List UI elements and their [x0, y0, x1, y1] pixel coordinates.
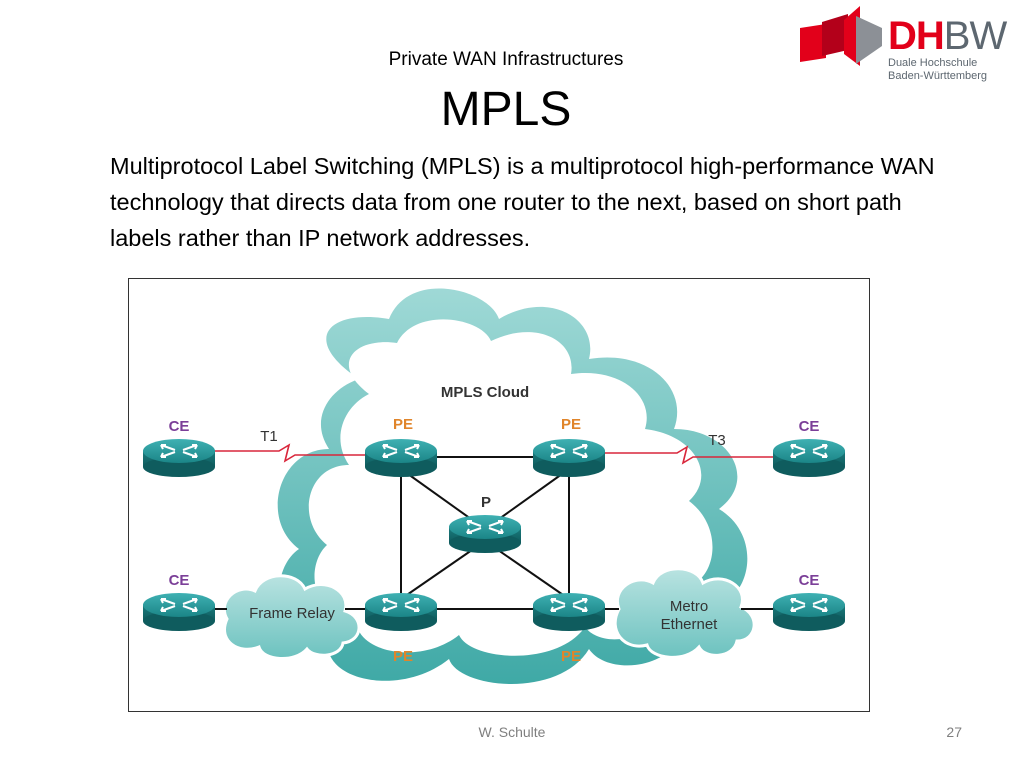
ce-label-top-left: CE — [169, 418, 190, 435]
pe-label-top-right: PE — [561, 416, 581, 433]
mpls-diagram: MPLS Cloud CE CE CE CE PE PE PE PE P T1 … — [128, 278, 870, 712]
ce-label-bottom-left: CE — [169, 572, 190, 589]
dhbw-logo-wordmark: DHBW — [888, 14, 1007, 58]
logo-subtitle: Duale Hochschule Baden-Württemberg — [888, 57, 987, 83]
pe-router-top-left — [364, 438, 438, 478]
slide-body-text: Multiprotocol Label Switching (MPLS) is … — [110, 153, 935, 251]
serial-links — [179, 443, 809, 465]
logo-subtitle-line1: Duale Hochschule — [888, 57, 978, 69]
p-label-core: P — [481, 494, 491, 511]
logo-word-bw: BW — [943, 14, 1007, 58]
footer-author: W. Schulte — [478, 724, 546, 740]
mpls-diagram-canvas: MPLS Cloud CE CE CE CE PE PE PE PE P T1 … — [142, 288, 846, 684]
ce-label-top-right: CE — [799, 418, 820, 435]
t1-link-label: T1 — [260, 428, 278, 445]
frame-relay-cloud — [222, 574, 361, 661]
pe-label-bottom-left: PE — [393, 648, 413, 665]
footer-page-number: 27 — [946, 724, 962, 740]
ce-router-top-left — [142, 438, 216, 478]
frame-relay-label: Frame Relay — [249, 605, 335, 622]
t3-link-label: T3 — [708, 432, 726, 449]
pe-router-bottom-right — [532, 592, 606, 632]
logo-subtitle-line2: Baden-Württemberg — [888, 70, 988, 82]
dhbw-logo-mark-icon — [800, 6, 882, 66]
slide-subtitle: Private WAN Infrastructures — [388, 49, 624, 70]
metro-ethernet-cloud — [613, 567, 756, 659]
dhbw-logo: DHBW Duale Hochschule Baden-Württemberg — [796, 6, 1011, 86]
pe-router-top-right — [532, 438, 606, 478]
metro-ethernet-label-line1: Metro — [670, 598, 708, 615]
logo-word-dh: DH — [888, 14, 945, 58]
pe-label-top-left: PE — [393, 416, 413, 433]
mpls-cloud-inner — [308, 319, 713, 656]
ce-router-bottom-right — [772, 592, 846, 632]
pe-label-bottom-right: PE — [561, 648, 581, 665]
ce-label-bottom-right: CE — [799, 572, 820, 589]
slide-title: MPLS — [440, 83, 572, 136]
ce-router-bottom-left — [142, 592, 216, 632]
metro-ethernet-label-line2: Ethernet — [661, 616, 719, 633]
mpls-cloud-label: MPLS Cloud — [441, 384, 529, 401]
pe-router-bottom-left — [364, 592, 438, 632]
p-router-core — [448, 514, 522, 554]
ce-router-top-right — [772, 438, 846, 478]
